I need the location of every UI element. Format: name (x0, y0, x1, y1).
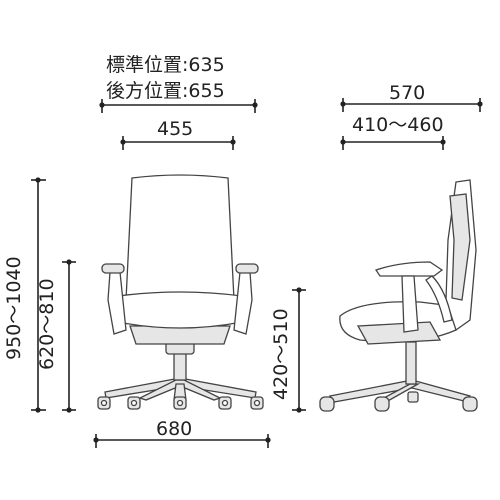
seat-depth-range-label: 410～460 (352, 114, 444, 136)
seat-position-standard-label: 標準位置:635 (106, 54, 225, 76)
front-casters (97, 396, 264, 410)
dim-overall-height (31, 177, 46, 413)
dim-depth-total (340, 98, 483, 112)
base-width-label: 680 (156, 418, 193, 440)
dim-armrest-height (62, 259, 76, 413)
dim-base-width (93, 434, 271, 448)
armrest-span-label: 455 (157, 118, 194, 140)
dim-armrest-span (120, 136, 236, 150)
dim-seat-position (99, 99, 258, 113)
side-view (319, 179, 478, 412)
front-view (97, 174, 264, 410)
dim-seat-height (292, 287, 306, 413)
dim-seat-depth (340, 136, 446, 150)
depth-total-label: 570 (389, 82, 426, 104)
seat-position-rear-label: 後方位置:655 (106, 80, 225, 102)
